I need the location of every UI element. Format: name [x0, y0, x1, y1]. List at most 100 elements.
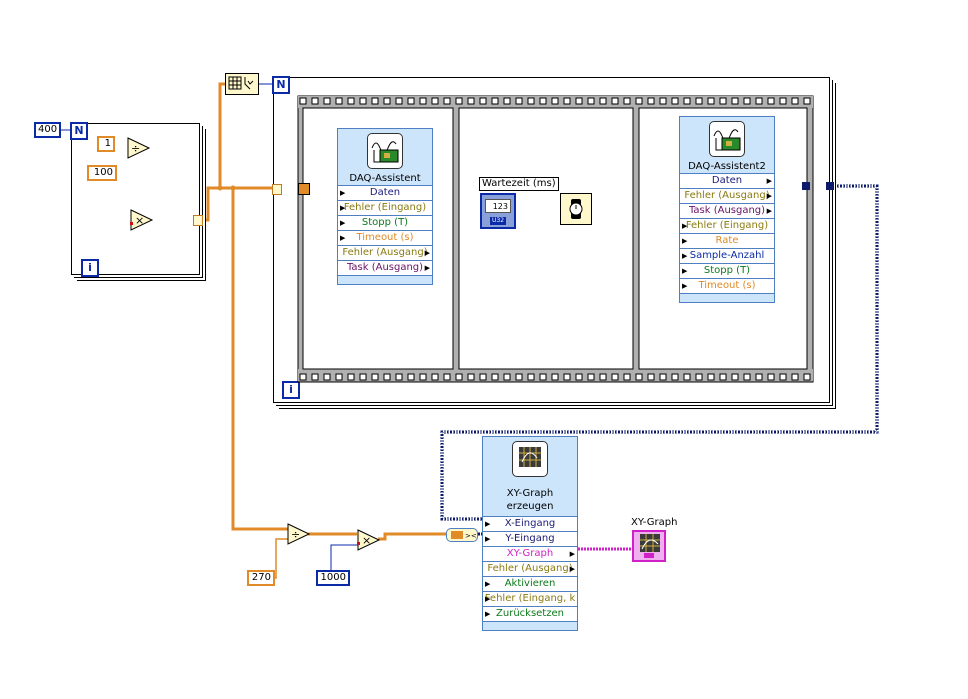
terminal-label: Fehler (Eingang, k — [484, 593, 576, 604]
sequence-output-tunnel[interactable] — [802, 182, 810, 190]
xy-graph-indicator-label: XY-Graph — [631, 517, 678, 528]
build-xy-graph-express[interactable]: XY-Graph erzeugen ▶X-Eingang▶Y-Eingang▶X… — [482, 436, 578, 631]
xy_express-terminal-row[interactable]: ▶Fehler (Eingang, k — [483, 591, 577, 606]
daq2-terminal-row[interactable]: ▶Fehler (Ausgang) — [680, 188, 774, 203]
xy-express-title-1: XY-Graph — [506, 488, 554, 499]
terminal-label: Rate — [715, 235, 739, 246]
xy-graph-indicator[interactable] — [632, 530, 666, 562]
terminal-label: Fehler (Eingang) — [685, 220, 769, 231]
output-arrow-icon: ▶ — [569, 565, 575, 573]
input-arrow-icon: ▶ — [485, 610, 491, 618]
terminal-label: Daten — [711, 175, 743, 186]
daq2-terminal-row[interactable]: ▶Stopp (T) — [680, 263, 774, 278]
terminal-label: Zurücksetzen — [496, 608, 564, 619]
divide-symbol: ÷ — [131, 142, 140, 155]
daq-assistant-1[interactable]: DAQ-Assistent ▶Daten▶Fehler (Eingang)▶St… — [337, 128, 433, 285]
input-arrow-icon: ▶ — [340, 219, 346, 227]
auto-index-tunnel-in[interactable] — [272, 184, 282, 195]
xy_express-terminal-row[interactable]: ▶ XY-Graph — [483, 546, 577, 561]
terminal-label: Fehler (Ausgang) — [487, 563, 573, 574]
xy-graph-icon — [512, 441, 548, 477]
output-arrow-icon: ▶ — [569, 550, 575, 558]
input-arrow-icon: ▶ — [340, 234, 346, 242]
daq2-icon — [709, 121, 745, 157]
daq1-terminal-row[interactable]: ▶Fehler (Eingang) — [338, 200, 432, 215]
multiply-function-2[interactable]: × — [357, 529, 381, 551]
loop-count-constant[interactable]: 400 — [34, 122, 62, 138]
daq-assistant-2[interactable]: DAQ-Assistent2 ▶Daten▶Fehler (Ausgang)▶T… — [679, 116, 775, 303]
daq2-terminal-row[interactable]: ▶ Timeout (s) — [680, 278, 774, 293]
constant-1000[interactable]: 1000 — [316, 570, 350, 586]
sequence-frame-2 — [458, 107, 634, 370]
wait-time-control[interactable]: 123 U32 — [480, 193, 516, 229]
terminal-label: Daten — [369, 187, 401, 198]
svg-text:×: × — [362, 534, 371, 547]
xy_express-terminal-row[interactable]: ▶Fehler (Ausgang) — [483, 561, 577, 576]
daq2-terminal-row[interactable]: ▶Rate — [680, 233, 774, 248]
input-arrow-icon: ▶ — [485, 520, 491, 528]
xy_express-terminal-row[interactable]: ▶Y-Eingang — [483, 531, 577, 546]
daq1-terminal-row[interactable]: ▶Fehler (Ausgang) — [338, 245, 432, 260]
xy_express-terminal-row[interactable]: ▶ Zurücksetzen — [483, 606, 577, 621]
daq1-terminal-row[interactable]: ▶ Timeout (s) — [338, 230, 432, 245]
input-arrow-icon: ▶ — [485, 580, 491, 588]
wait-control-type: U32 — [490, 217, 506, 225]
input-arrow-icon: ▶ — [682, 222, 688, 230]
xy-express-title-2: erzeugen — [506, 501, 554, 512]
daq2-terminal-row[interactable]: ▶Sample-Anzahl — [680, 248, 774, 263]
divide-function[interactable]: ÷ — [127, 137, 151, 159]
loop-count-terminal[interactable]: N — [70, 122, 88, 140]
wait-control-value: 123 — [485, 199, 511, 213]
divide-function-2[interactable]: ÷ — [287, 523, 311, 545]
daq1-terminal-row[interactable]: ▶ Stopp (T) — [338, 215, 432, 230]
input-arrow-icon: ▶ — [340, 204, 346, 212]
terminal-label: Aktivieren — [504, 578, 556, 589]
terminal-label: Stopp (T) — [361, 217, 409, 228]
daq1-terminal-row[interactable]: ▶Task (Ausgang) — [338, 260, 432, 275]
daq1-terminal-row[interactable]: ▶Daten — [338, 185, 432, 200]
output-arrow-icon: ▶ — [766, 192, 772, 200]
xy_express-terminal-row[interactable]: ▶ X-Eingang — [483, 516, 577, 531]
loop-output-tunnel[interactable] — [826, 182, 834, 190]
terminal-label: Timeout (s) — [356, 232, 414, 243]
svg-text:><: >< — [465, 532, 477, 540]
multiply-function[interactable]: × — [130, 209, 154, 231]
wire-array-main — [202, 186, 277, 222]
terminal-label: Fehler (Ausgang) — [684, 190, 770, 201]
wait-function[interactable] — [560, 193, 592, 225]
output-arrow-icon: ▶ — [766, 177, 772, 185]
input-arrow-icon: ▶ — [682, 282, 688, 290]
daq2-terminal-row[interactable]: ▶ Daten — [680, 173, 774, 188]
terminal-label: XY-Graph — [506, 548, 554, 559]
main-loop-count-terminal[interactable]: N — [272, 76, 290, 94]
wire-mul-to-convert — [378, 532, 447, 541]
output-arrow-icon: ▶ — [766, 207, 772, 215]
wait-control-label: Wartezeit (ms) — [479, 177, 559, 191]
terminal-label: Y-Eingang — [505, 533, 555, 544]
constant-270[interactable]: 270 — [247, 570, 275, 586]
main-iteration-terminal[interactable]: i — [282, 381, 300, 399]
wire-array-size — [218, 82, 226, 188]
constant-1[interactable]: 1 — [97, 136, 115, 152]
input-arrow-icon: ▶ — [485, 595, 491, 603]
daq2-title: DAQ-Assistent2 — [688, 161, 766, 172]
svg-text:×: × — [135, 214, 144, 227]
input-arrow-icon: ▶ — [682, 252, 688, 260]
auto-index-tunnel-out[interactable] — [193, 215, 203, 226]
output-arrow-icon: ▶ — [424, 264, 430, 272]
daq2-terminal-row[interactable]: ▶Task (Ausgang) — [680, 203, 774, 218]
terminal-label: Fehler (Eingang) — [343, 202, 427, 213]
daq-icon — [367, 133, 403, 169]
sequence-tunnel[interactable] — [298, 183, 310, 195]
convert-to-dynamic-data[interactable]: >< — [446, 528, 478, 542]
wire-1000 — [330, 544, 358, 570]
constant-100[interactable]: 100 — [87, 165, 117, 181]
wire-array-bottom — [231, 188, 288, 531]
array-size-function[interactable] — [225, 73, 259, 95]
terminal-label: X-Eingang — [504, 518, 556, 529]
daq2-terminal-row[interactable]: ▶Fehler (Eingang) — [680, 218, 774, 233]
terminal-label: Timeout (s) — [698, 280, 756, 291]
input-arrow-icon: ▶ — [682, 267, 688, 275]
xy_express-terminal-row[interactable]: ▶ Aktivieren — [483, 576, 577, 591]
iteration-terminal[interactable]: i — [81, 259, 99, 277]
